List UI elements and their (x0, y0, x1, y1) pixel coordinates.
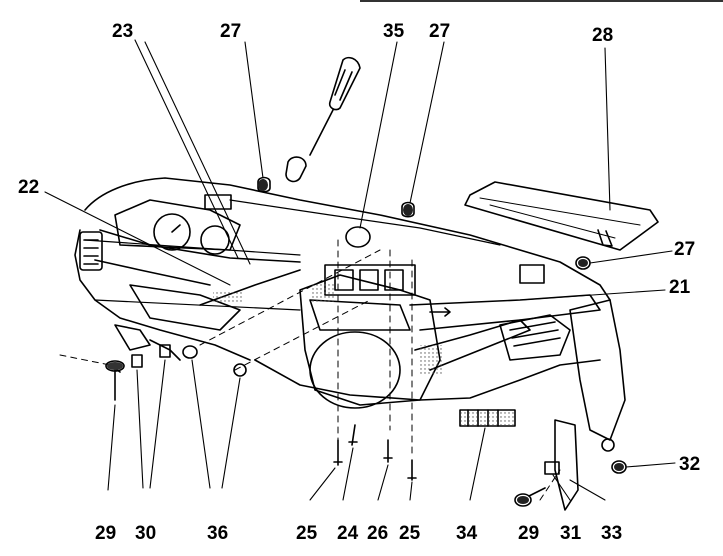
dashboard-lower-edge (254, 359, 601, 401)
right-side-panel (569, 299, 626, 441)
screwdriver-handle (328, 56, 361, 111)
leader-25b (409, 481, 413, 501)
leader-25a (309, 467, 336, 501)
callout-33: 33 (601, 523, 623, 544)
leader-34 (469, 427, 486, 501)
clip-27-middle (401, 201, 415, 218)
steering-column-bracket (129, 284, 241, 331)
leader-27a (244, 41, 264, 179)
bracket-clip (204, 194, 232, 210)
screw-29-right (514, 493, 532, 507)
leader-24 (342, 447, 354, 501)
leader-27c (589, 250, 673, 264)
corner-clip (519, 264, 545, 284)
dash-cross-member (84, 239, 301, 311)
round-vent-35 (345, 226, 371, 248)
leader-26 (377, 464, 389, 501)
scan-edge-line (360, 0, 723, 2)
screw-26 (383, 439, 393, 463)
callout-23: 23 (112, 21, 134, 42)
leader-31 (552, 474, 571, 501)
callout-21: 21 (669, 277, 691, 298)
dashboard-face (94, 229, 301, 286)
trim-panel-28 (464, 181, 659, 251)
callout-29: 29 (95, 523, 117, 544)
leader-35 (359, 41, 398, 229)
leader-22 (44, 191, 231, 286)
screw-24 (348, 424, 358, 446)
speedometer-gauge (153, 213, 191, 251)
heater-control-panel (324, 264, 416, 296)
air-duct-right (409, 294, 601, 331)
right-air-vent (499, 314, 571, 361)
leader-27b (409, 41, 445, 204)
leader-32 (625, 462, 676, 468)
leader-30b (149, 359, 166, 489)
plastic-nut-2 (233, 363, 247, 377)
dashboard-front-contour (74, 229, 251, 361)
instrument-cluster-hood (114, 199, 241, 251)
callout-26: 26 (367, 523, 389, 544)
screw-25-left (333, 439, 343, 466)
callout-30: 30 (135, 523, 157, 544)
callout-29: 29 (518, 523, 540, 544)
dashboard-top-contour (84, 177, 611, 301)
screwdriver-shaft (309, 109, 334, 156)
mounting-clip (131, 354, 143, 368)
leader-21 (519, 289, 666, 301)
leader-30a (136, 369, 144, 489)
leader-36a (191, 359, 211, 489)
callout-24: 24 (337, 523, 359, 544)
callout-27: 27 (220, 21, 242, 42)
callout-25: 25 (296, 523, 318, 544)
callout-27: 27 (429, 21, 451, 42)
switch-shading (461, 411, 514, 425)
mounting-clip-2 (159, 344, 171, 358)
left-mounting-bracket (114, 324, 151, 351)
screwdriver-bit (285, 156, 307, 183)
leader-33 (569, 479, 606, 501)
duct-lower-branch (414, 319, 531, 371)
callout-34: 34 (456, 523, 478, 544)
callout-35: 35 (383, 21, 405, 42)
leader-36b (221, 377, 241, 489)
clip-27-left (257, 176, 271, 193)
callout-31: 31 (560, 523, 582, 544)
screw-25-right (407, 459, 417, 481)
leader-28 (604, 47, 611, 211)
callout-36: 36 (207, 523, 229, 544)
callout-25: 25 (399, 523, 421, 544)
callout-27: 27 (674, 239, 696, 260)
bracket-31 (544, 461, 560, 475)
callout-22: 22 (18, 177, 40, 198)
leader-23 (134, 39, 239, 259)
callout-28: 28 (592, 25, 614, 46)
blower-housing (309, 331, 401, 409)
defroster-vent (229, 199, 501, 246)
plastic-nut (182, 345, 198, 359)
callout-32: 32 (679, 454, 701, 475)
leader-29a (107, 404, 116, 491)
left-air-vent (79, 231, 103, 271)
